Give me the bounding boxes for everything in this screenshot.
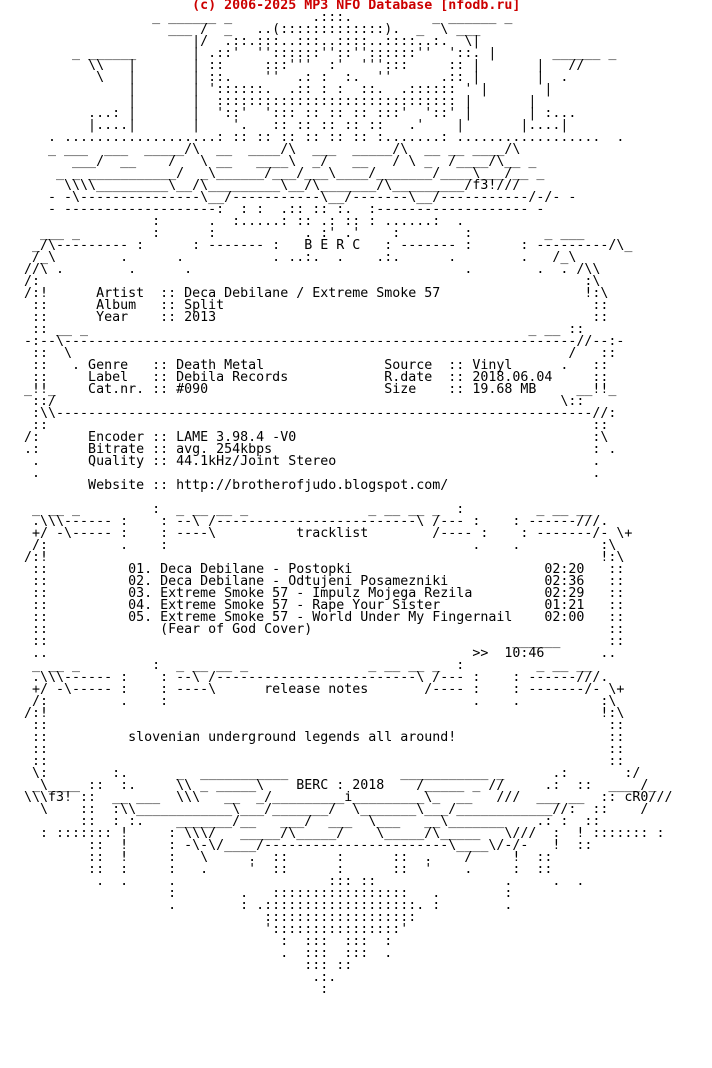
nfo-line: .\\\------ : : --\ /--------------------…: [0, 514, 609, 529]
nfo-line: . : .:::::::::::::::::::. : .: [0, 898, 513, 913]
nfo-line: ::/ \::: [0, 394, 585, 409]
nfo-line: \\\f3! :: __ ___ \\\ __ _/_________i____…: [0, 790, 673, 805]
nfo-line: +/ -\----- : : ----\ tracklist /---- : :…: [0, 526, 633, 541]
nfo-line: /: :\: [0, 274, 601, 289]
nfo-line: /: . : . . :\: [0, 538, 617, 553]
nfo-line: _ ___ ___ _____/\ __ ____/\ ___ _____/\ …: [0, 142, 521, 157]
nfo-line: :::::::::::::::::::: [0, 910, 417, 925]
nfo-line: :: slovenian underground legends all aro…: [0, 730, 625, 745]
nfo-line: :: 04. Extreme Smoke 57 - Rape Your Sist…: [0, 598, 625, 613]
nfo-line: _ __ _ : _ __ __ _ _ __ __ _ : _ __ __: [0, 658, 593, 673]
nfo-line: _ _ ___________/ _\______/___/___\____/_…: [0, 166, 545, 181]
nfo-line: /: . : . . :\: [0, 694, 617, 709]
nfo-line: : ::::::: ! : \\\/ _____/\_____/ \_____/…: [0, 826, 665, 841]
nfo-line: :: ::: [0, 718, 625, 733]
nfo-line: ___/ __ / \ __ ____\ _/ __ / \ _ /____/\…: [0, 154, 537, 169]
nfo-line: :: \ / ::: [0, 346, 617, 361]
nfo-line: :: Album :: Split ::: [0, 298, 609, 313]
nfo-line: :: ______ ::: [0, 634, 625, 649]
nfo-line: :: (Fear of God Cover) ::: [0, 622, 625, 637]
nfo-line: +/ -\----- : : ----\ release notes /----…: [0, 682, 625, 697]
nfo-line: -:--\-----------------------------------…: [0, 334, 625, 349]
nfo-line: ___ _ : : . :' .' : : _ ___: [0, 226, 585, 241]
nfo-line: . ...................: :: :: :: :: :: ::…: [0, 130, 625, 145]
nfo-line: '::::::::::::::::': [0, 922, 409, 937]
nfo-line: .:.: [0, 970, 337, 985]
nfo-line: |....| | '. :: :: :: :: :: .' | |....|: [0, 118, 569, 133]
nfo-ascii-art: (c) 2006-2025 MP3 NFO Database [nfodb.ru…: [0, 0, 673, 997]
nfo-line: :\\-------------------------------------…: [0, 406, 617, 421]
nfo-line: :: ::: [0, 418, 609, 433]
nfo-line: :: 03. Extreme Smoke 57 - Impulz Mojega …: [0, 586, 625, 601]
nfo-line: :: Label :: Debila Records R.date :: 201…: [0, 370, 609, 385]
nfo-line: \\ | | :: :::''' :' '''::: :: | | //: [0, 58, 585, 73]
nfo-line: Website :: http://brotherofjudo.blogspot…: [0, 478, 449, 493]
nfo-line: : ::: ::: :: [0, 934, 393, 949]
nfo-line: \ :: :\\____________\___/_______/ \_____…: [0, 802, 649, 817]
nfo-line: _ ______ | .::' ''::::::''::''::::::'' '…: [0, 46, 617, 61]
nfo-line: .\\\------ : : --\ /--------------------…: [0, 670, 609, 685]
nfo-line: :: 01. Deca Debilane - Postopki 02:20 ::: [0, 562, 625, 577]
nfo-line: :: ! : \ . :: : :: . / ! ::: [0, 850, 553, 865]
nfo-line: .: Bitrate :: avg. 254kbps : .: [0, 442, 617, 457]
nfo-line: :: 02. Deca Debilane - Odtujeni Posamezn…: [0, 574, 625, 589]
nfo-line: \\\\_________\__/\_________\__/\_______/…: [0, 178, 521, 193]
nfo-line: - -\---------------\__/-----------\__/--…: [0, 190, 577, 205]
nfo-line: :: __ _ _ __ ::: [0, 322, 585, 337]
nfo-line: |/ .::.:::..:::..::::..::::..:. \|: [0, 34, 481, 49]
nfo-line: /:! Artist :: Deca Debilane / Extreme Sm…: [0, 286, 609, 301]
nfo-line: /:! !:\: [0, 706, 625, 721]
nfo-line: .. >> 10:46 ..: [0, 646, 617, 661]
nfo-line: \: :. _ ___________ ___________ _ .: :/: [0, 766, 641, 781]
nfo-line: /: Encoder :: LAME 3.98.4 -V0 :\: [0, 430, 609, 445]
nfo-line: ...: | | '::' '::: :: :: :: :::' '::' | …: [0, 106, 577, 121]
nfo-line: :: ::: [0, 754, 625, 769]
nfo-line: :: Year :: 2013 ::: [0, 310, 609, 325]
nfo-line: /:! !:\: [0, 550, 625, 565]
nfo-line: : . ::::::::::::::::: . :: [0, 886, 513, 901]
nfo-line: _\____ :: :. \\ _ _____\ BERC : 2018 /__…: [0, 778, 657, 793]
nfo-line: _ ______ _ .:::. _ ______ _: [0, 10, 513, 25]
nfo-line: . .: [0, 466, 601, 481]
nfo-line: :: [0, 982, 329, 997]
nfo-line: /_\ . . . ..:. . .:. . . /_\: [0, 250, 577, 265]
nfo-line: \ | | ::. '' .: : :. '' .:: | | .: [0, 70, 569, 85]
nfo-line: ___ / _ ..(:::::::::::::). _ \ ___: [0, 22, 481, 37]
nfo-line: :: 05. Extreme Smoke 57 - World Under My…: [0, 610, 625, 625]
nfo-line: :: : :. _______/__ ___/ ___ \___ __\____…: [0, 814, 601, 829]
nfo-line: :: . Genre :: Death Metal Source :: Viny…: [0, 358, 609, 373]
nfo-line: | | :::::::::::::::::::::::::::::: | |: [0, 94, 537, 109]
nfo-line: :: : : . ' :: : :: ' . : ::: [0, 862, 553, 877]
nfo-line: ::: ::: [0, 958, 353, 973]
nfo-line: //\ . . . . . . /\\: [0, 262, 601, 277]
nfo-line: . . . ::: :: . . .: [0, 874, 585, 889]
nfo-line: - -------------------: : : .:: :: :. :--…: [0, 202, 545, 217]
nfo-line: | | '::::::. .:: : : ::. .:::::: ' | |: [0, 82, 553, 97]
nfo-line: _/\--------- : : ------- : B E R C : ---…: [0, 238, 633, 253]
nfo-line: : . :.....: :: .: :: : ......: .: [0, 214, 465, 229]
nfo-line: :: ::: [0, 742, 625, 757]
nfo-header-line: (c) 2006-2025 MP3 NFO Database [nfodb.ru…: [0, 0, 521, 13]
nfo-line: . ::: ::: .: [0, 946, 393, 961]
nfo-line: _ __ _ : _ __ __ _ _ __ __ _ : _ __ __: [0, 502, 593, 517]
nfo-line: _!!_ Cat.nr. :: #090 Size :: 19.68 MB __…: [0, 382, 617, 397]
nfo-line: :: ! : -\-\/____/-----------------------…: [0, 838, 593, 853]
nfo-line: . Quality :: 44.1kHz/Joint Stereo .: [0, 454, 601, 469]
